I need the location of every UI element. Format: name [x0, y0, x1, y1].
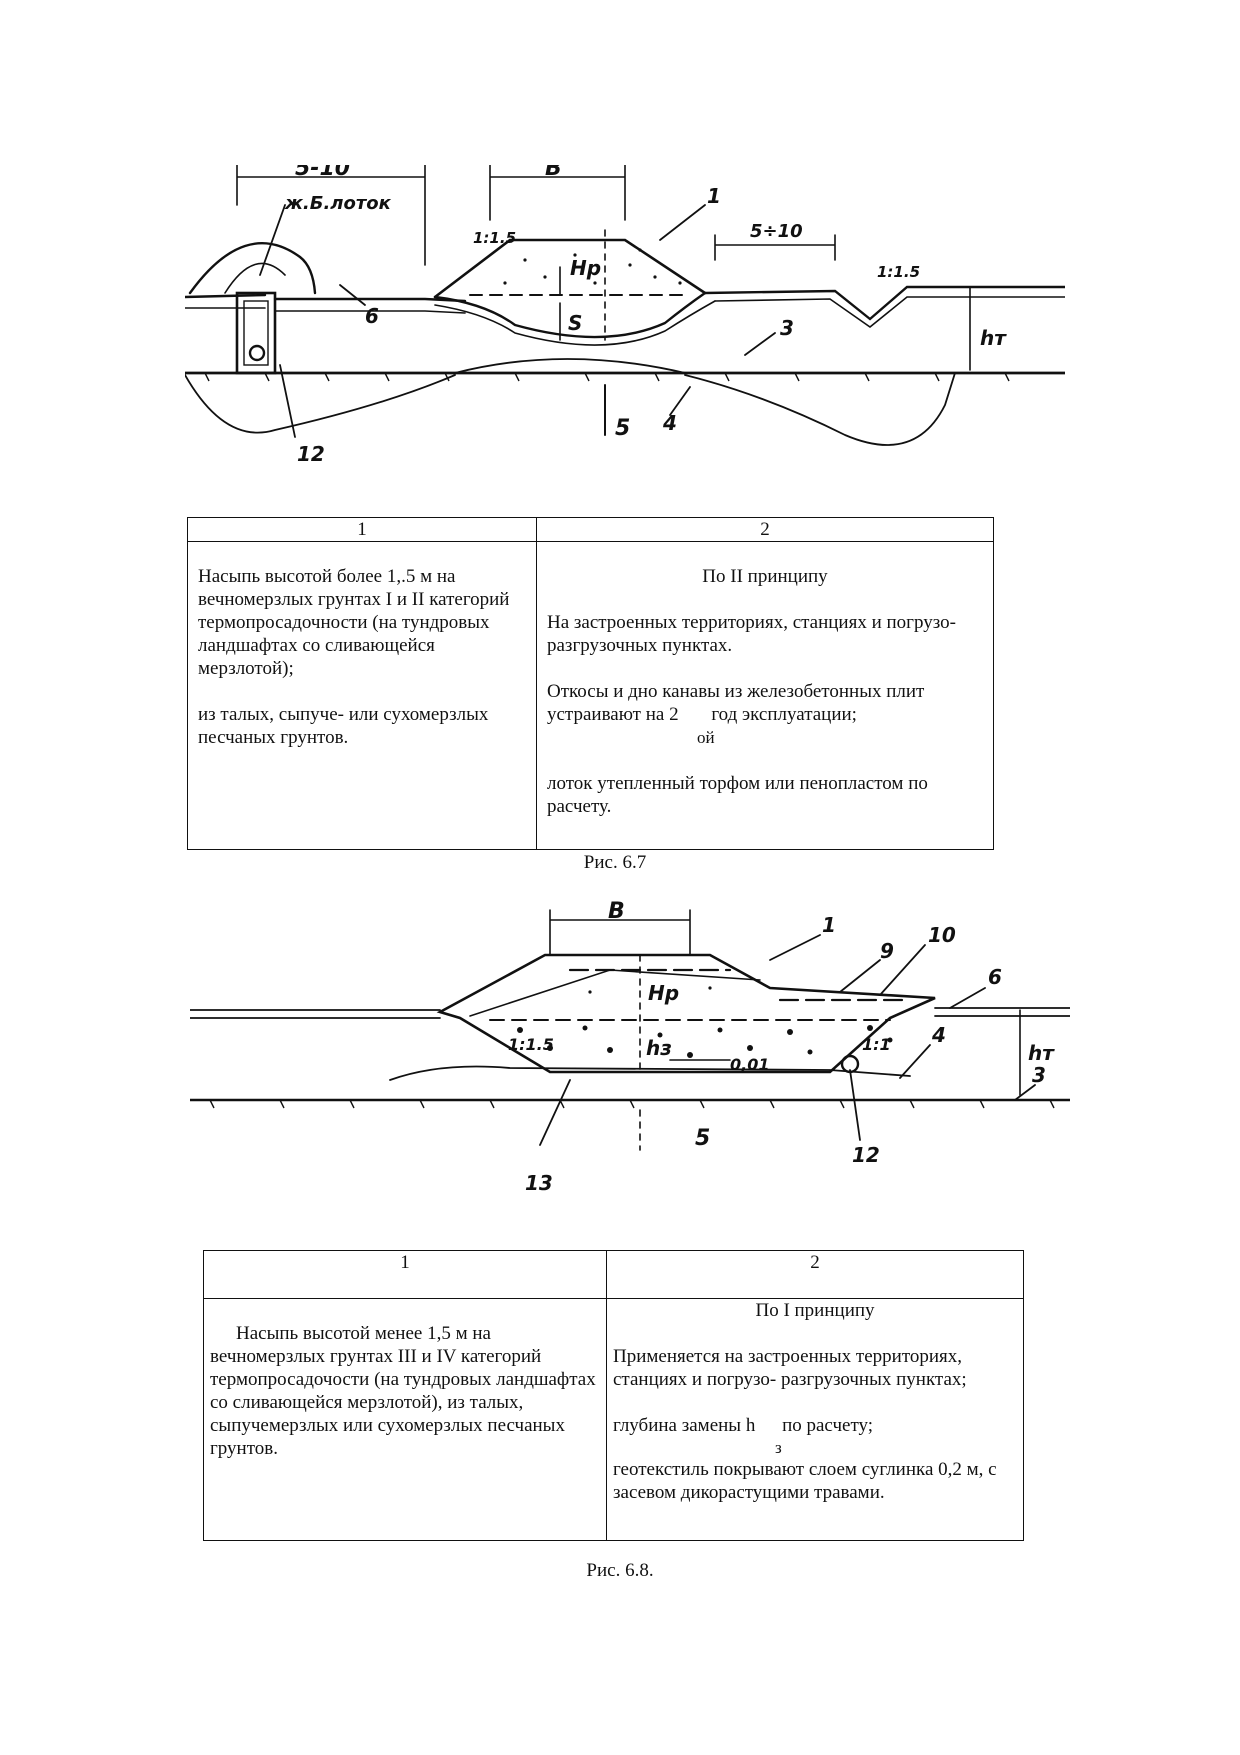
caption-fig-6-8: Рис. 6.8.	[586, 1560, 654, 1581]
label-1: 1	[822, 913, 836, 937]
table2-header-col2: 2	[606, 1250, 1024, 1299]
geotextile-4	[389, 1065, 911, 1081]
table1-left-cell: Насыпь высотой более 1,.5 м на вечномерз…	[187, 541, 537, 850]
ground-surface-right	[934, 1007, 1070, 1017]
label-permafrost-depth: hт	[1028, 1041, 1055, 1065]
drain-pipe-12	[248, 344, 266, 362]
table2-left-p1: Насыпь высотой менее 1,5 м на вечномерзл…	[210, 1323, 596, 1459]
label-12: 12	[297, 442, 325, 466]
thaw-bowl-4	[185, 372, 956, 446]
label-9: 9	[880, 939, 894, 963]
table1-left-p2: из талых, сыпуче- или сухомерзлых песчан…	[198, 704, 489, 748]
table2-right-cell: По I принципу Применяется на застроенных…	[606, 1298, 1024, 1541]
label-slope-right: 1:1.5	[877, 263, 920, 281]
label-12: 12	[852, 1143, 880, 1167]
ground-surface-right	[703, 285, 1065, 321]
label-slope-left: 1:1.5	[508, 1035, 554, 1054]
label-4: 4	[662, 411, 677, 435]
label-slope-right: 1:1	[862, 1035, 891, 1054]
label-1: 1	[707, 184, 721, 208]
table1-right-p2-b: год эксплуатации;	[711, 704, 857, 725]
label-ditch-offset: 5-10	[295, 165, 350, 181]
drain-pipe-12	[840, 1054, 860, 1074]
table2-right-p2-sub: з	[775, 1438, 782, 1457]
table1-right-p2-sub: ой	[697, 728, 715, 747]
table2-right-p2-b: по расчету;	[782, 1415, 874, 1436]
permafrost-hatching	[209, 1099, 1055, 1109]
label-height: Hp	[648, 981, 679, 1005]
table1-right-p1: На застроенных территориях, станциях и п…	[547, 612, 956, 656]
embankment-body	[436, 953, 936, 1074]
table1-header-col1: 1	[187, 517, 537, 542]
label-replacement: S	[568, 311, 582, 335]
label-4: 4	[931, 1023, 946, 1047]
table1-right-p3: лоток утепленный торфом или пенопластом …	[547, 773, 928, 817]
table2-right-p1: Применяется на застроенных территориях, …	[613, 1346, 967, 1390]
embankment-fill-dots	[517, 986, 893, 1058]
embankment-body	[433, 238, 707, 299]
label-height: Hp	[570, 256, 601, 280]
table1-right-p2-a: Откосы и дно канавы из железобетонных пл…	[547, 681, 925, 725]
label-10: 10	[928, 923, 956, 947]
label-grade: 0,01	[730, 1055, 769, 1074]
table2-left-cell: Насыпь высотой менее 1,5 м на вечномерзл…	[203, 1298, 607, 1541]
table1-right-title: По II принципу	[702, 566, 828, 587]
label-slope-left: 1:1.5	[473, 229, 516, 247]
permafrost-hatching	[204, 372, 1010, 382]
embankment-base	[433, 291, 707, 339]
table2-right-title: По I принципу	[755, 1300, 875, 1321]
ground-surface-left	[190, 1009, 441, 1019]
label-tray: ж.Б.лоток	[284, 193, 392, 214]
label-6: 6	[365, 304, 379, 328]
table2-right-p3: геотекстиль покрывают слоем суглинка 0,2…	[613, 1459, 997, 1503]
table1-left-p1: Насыпь высотой более 1,.5 м на вечномерз…	[198, 566, 510, 679]
ground-surface-left	[185, 293, 467, 303]
label-5: 5	[615, 416, 630, 441]
table1-header-col2: 2	[536, 517, 994, 542]
figure-6-7-table: 1 2 Насыпь высотой более 1,.5 м на вечно…	[187, 517, 994, 850]
label-3: 3	[1032, 1063, 1046, 1087]
label-berm-width: 5÷10	[750, 221, 803, 242]
label-5: 5	[695, 1126, 710, 1151]
caption-fig-6-7: Рис. 6.7	[583, 852, 647, 873]
label-permafrost-depth: hт	[980, 326, 1007, 350]
tray-cover-arch	[188, 242, 317, 295]
label-6: 6	[988, 965, 1002, 989]
figure-6-8-drawing: B Hp hз 1:1.5 1:1 0,01 hт 1 3 4 5 6 9 10…	[190, 900, 1070, 1200]
label-crest-width: B	[545, 165, 562, 181]
label-replacement: hз	[646, 1036, 672, 1060]
label-3: 3	[780, 316, 794, 340]
embankment-fill-dots	[503, 248, 682, 285]
table1-right-cell: По II принципу На застроенных территория…	[536, 541, 994, 850]
figure-6-8-table: 1 2 Насыпь высотой менее 1,5 м на вечном…	[203, 1250, 1024, 1541]
table2-right-p2-a: глубина замены h	[613, 1415, 756, 1436]
label-crest-width: B	[608, 900, 625, 924]
table2-header-col1: 1	[203, 1250, 607, 1299]
label-13: 13	[525, 1171, 553, 1195]
figure-6-7-drawing: 5-10 B 5÷10 ж.Б.лоток 1:1.5 1:1.5 Hp S h…	[185, 165, 1065, 505]
